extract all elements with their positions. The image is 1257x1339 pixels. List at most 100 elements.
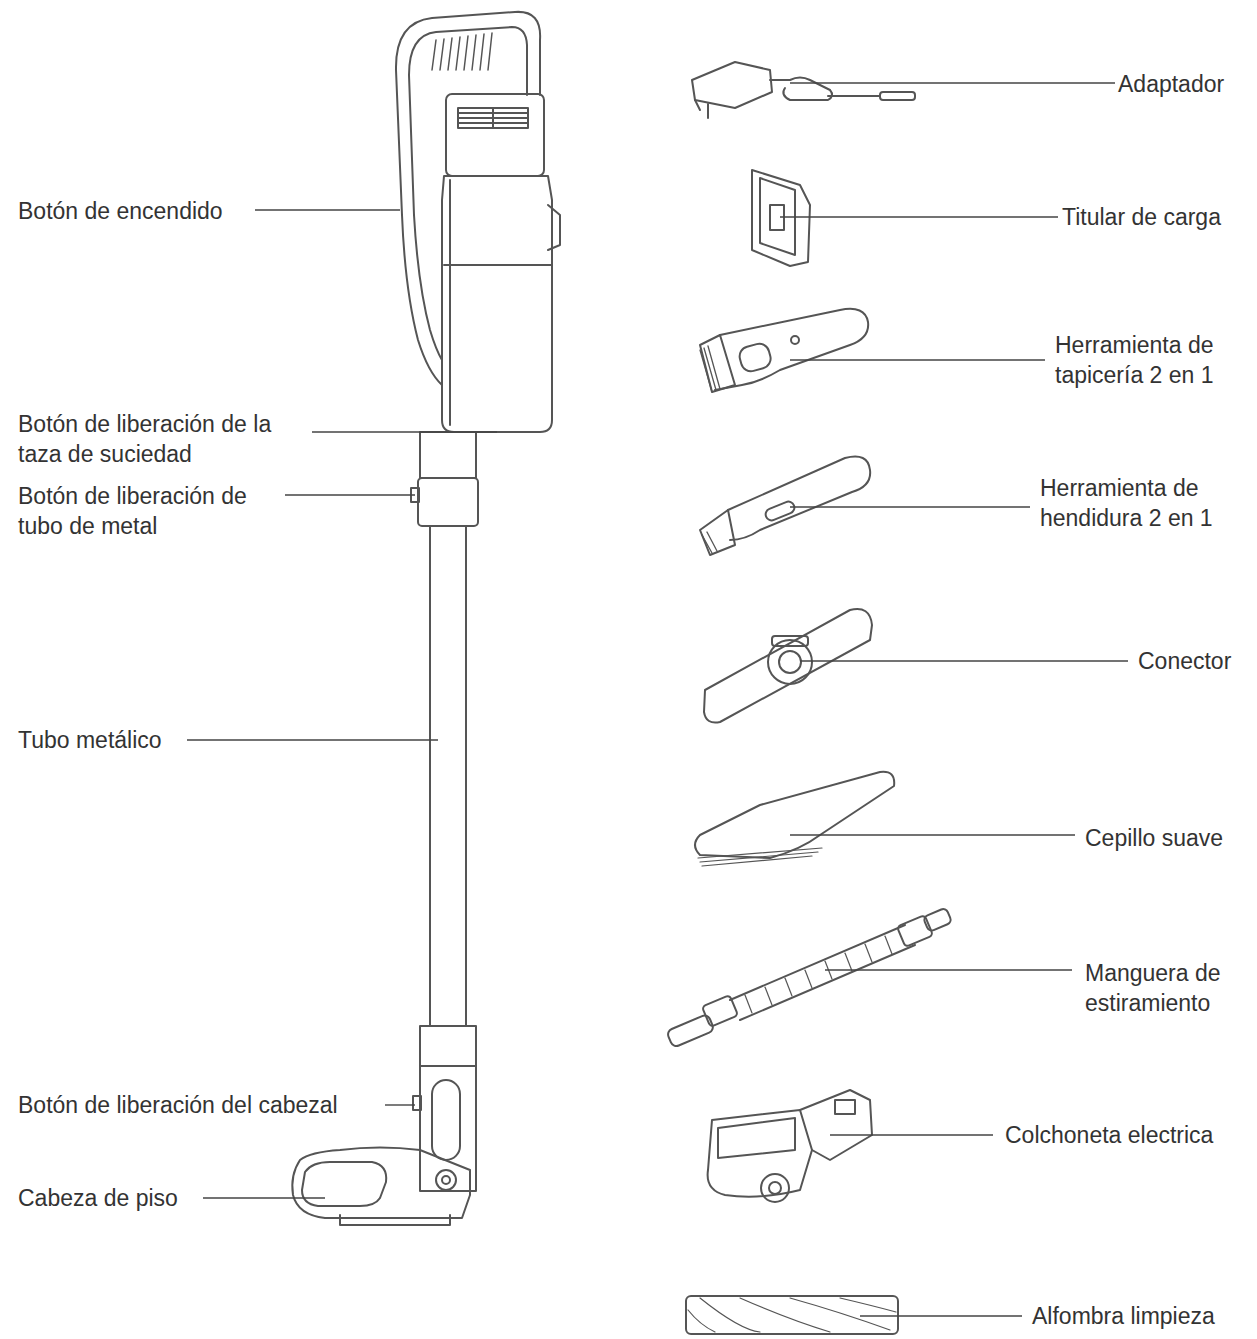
accessory-drawings-part <box>698 848 822 866</box>
vacuum-drawing-part <box>446 94 544 176</box>
vacuum-drawing-part <box>302 1162 386 1206</box>
vacuum-drawing-part <box>430 526 466 1026</box>
leader-lines-part <box>187 739 438 740</box>
part-label: Cabeza de piso <box>18 1183 203 1213</box>
leader-lines-part <box>790 834 1075 835</box>
accessory-drawings-part <box>764 500 796 522</box>
accessory-drawings-part <box>708 1110 812 1197</box>
vacuum-drawing-part <box>464 36 468 70</box>
leader-lines-part <box>790 506 1030 507</box>
accessory-drawings-part <box>704 609 872 723</box>
leader-lines-part <box>790 82 1115 83</box>
vacuum-drawing-part <box>418 478 478 526</box>
vacuum-drawing-part <box>448 38 452 70</box>
part-label: Alfombra limpieza <box>1032 1301 1252 1331</box>
leader-lines-part <box>312 431 497 432</box>
accessory-drawings-part <box>695 100 700 110</box>
accessory-drawings-part <box>708 346 720 389</box>
accessory-drawings-part <box>785 978 792 996</box>
accessory-drawings-part <box>700 346 720 392</box>
accessory-drawings-part <box>800 1090 872 1160</box>
part-label: Botón de liberación del cabezal <box>18 1090 388 1120</box>
accessory-drawings-part <box>835 1100 855 1114</box>
leader-lines-part <box>790 359 1045 360</box>
part-label: Colchoneta electrica <box>1005 1120 1250 1150</box>
vacuum-drawing-part <box>432 1080 460 1160</box>
accessory-drawings-part <box>728 457 870 541</box>
accessory-drawings-part <box>885 936 892 954</box>
accessory-drawings-part <box>772 636 808 646</box>
part-label: Manguera de estiramiento <box>1085 958 1245 1018</box>
accessory-drawings-part <box>686 1296 898 1334</box>
leader-lines-part <box>825 969 1072 970</box>
accessory-drawings-part <box>688 1310 715 1332</box>
part-label: Titular de carga <box>1062 202 1252 232</box>
accessory-drawings-part <box>737 342 772 374</box>
accessory-drawings-part <box>845 953 852 971</box>
accessory-drawings-part <box>769 1182 781 1194</box>
vacuum-drawing-part <box>432 40 436 70</box>
leader-lines-part <box>285 494 415 495</box>
accessory-drawings-part <box>740 1298 830 1332</box>
part-label: Tubo metálico <box>18 725 188 755</box>
vacuum-drawing-part <box>292 1148 470 1219</box>
vacuum-drawing-part <box>492 108 494 128</box>
accessory-drawings-part <box>715 309 868 390</box>
vacuum-drawing-part <box>472 35 476 70</box>
accessory-drawings-part <box>761 1174 789 1202</box>
accessory-drawings-part <box>702 856 812 866</box>
accessory-drawings-part <box>752 170 810 266</box>
accessory-drawings <box>666 62 952 1334</box>
vacuum-drawing-part <box>340 1215 450 1225</box>
part-label: Adaptador <box>1118 69 1253 99</box>
accessory-drawings-part <box>718 1118 795 1158</box>
accessory-drawings-part <box>865 944 872 962</box>
leader-lines-part <box>385 1104 415 1105</box>
vacuum-drawing-part <box>442 1176 450 1184</box>
part-label: Conector <box>1138 646 1253 676</box>
vacuum-drawing-part <box>409 27 527 215</box>
accessory-drawings-part <box>745 995 752 1013</box>
vacuum-drawing-part <box>402 215 442 385</box>
accessory-drawings-part <box>707 532 717 551</box>
vacuum-drawing-part <box>458 108 528 128</box>
accessory-drawings-part <box>897 915 933 947</box>
accessory-drawings-part <box>688 1298 896 1332</box>
part-label: Cepillo suave <box>1085 823 1250 853</box>
accessory-drawings-part <box>790 1298 890 1330</box>
vacuum-drawing-part <box>444 264 552 266</box>
leader-lines-part <box>203 1197 325 1198</box>
part-label: Botón de encendido <box>18 196 258 226</box>
part-label: Botón de liberación de la taza de sucied… <box>18 409 313 469</box>
vacuum-drawing-part <box>442 176 552 432</box>
accessory-drawings-part <box>805 970 812 988</box>
accessory-drawings-part <box>745 936 892 1013</box>
vacuum-drawing-part <box>488 33 492 70</box>
leader-lines-part <box>780 216 1058 217</box>
leader-lines-part <box>800 660 1128 661</box>
vacuum-drawing-part <box>480 34 484 70</box>
part-label: Herramienta de tapicería 2 en 1 <box>1055 330 1247 390</box>
vacuum-drawing-part <box>449 180 451 425</box>
accessory-drawings-part <box>880 92 915 100</box>
vacuum-drawing <box>292 12 560 1225</box>
accessory-drawings-part <box>700 510 735 555</box>
accessory-drawings-part <box>779 651 801 673</box>
accessory-drawings-part <box>700 335 735 392</box>
accessory-drawings-part <box>923 908 952 932</box>
vacuum-drawing-part <box>420 1066 476 1191</box>
part-label: Herramienta de hendidura 2 en 1 <box>1040 473 1245 533</box>
vacuum-drawing-part <box>432 33 492 70</box>
accessory-drawings-part <box>791 336 799 344</box>
accessory-drawings-part <box>840 1298 896 1312</box>
accessory-drawings-part <box>730 925 915 1020</box>
vacuum-drawing-part <box>420 1026 476 1066</box>
accessory-drawings-part <box>770 78 832 101</box>
accessory-drawings-part <box>692 62 772 108</box>
vacuum-drawing-part <box>420 432 476 478</box>
vacuum-drawing-part <box>456 37 460 70</box>
leader-lines-part <box>255 209 400 210</box>
vacuum-drawing-part <box>440 39 444 70</box>
vacuum-drawing-part <box>414 215 442 360</box>
